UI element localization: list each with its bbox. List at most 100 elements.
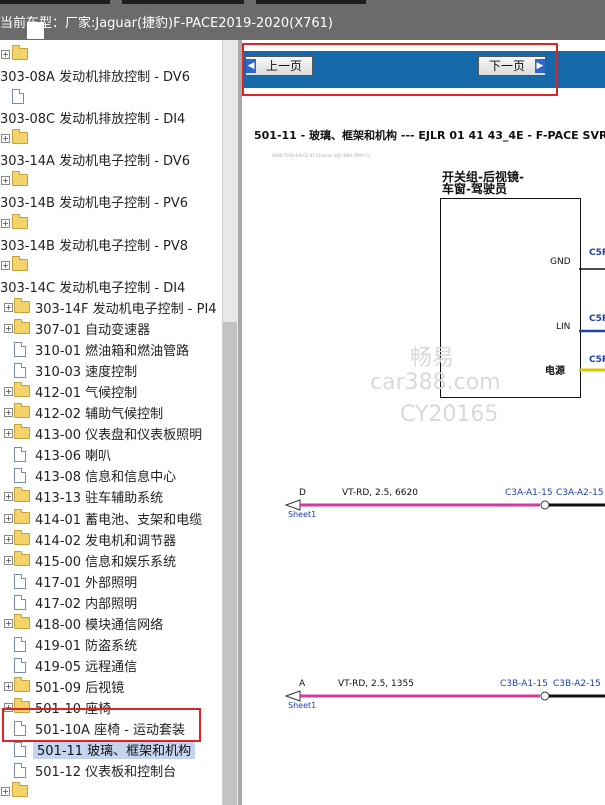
expand-icon[interactable]: + <box>4 302 13 312</box>
wire1-sheet-link[interactable]: Sheet1 <box>288 510 317 519</box>
pin-power: 电源 <box>545 366 565 377</box>
expand-icon[interactable]: + <box>4 387 13 397</box>
tree-item[interactable]: 417-02 内部照明 <box>0 591 222 612</box>
document-icon <box>14 445 26 464</box>
tree-item[interactable]: +413-00 仪表盘和仪表板照明 <box>0 422 222 443</box>
tree-item[interactable]: 417-01 外部照明 <box>0 570 222 591</box>
tree-item[interactable] <box>0 85 222 106</box>
folder-icon <box>14 403 30 419</box>
tree-item-label: 413-08 信息和信息中心 <box>35 470 177 486</box>
component-label-line1: 开关组-后视镜- <box>442 170 524 184</box>
expand-icon[interactable]: + <box>1 260 10 270</box>
tree-item[interactable]: 501-10A 座椅 - 运动套装 <box>0 717 222 738</box>
tree-item[interactable]: 310-03 速度控制 <box>0 359 222 380</box>
document-icon <box>12 87 24 106</box>
tree-item[interactable]: 413-06 喇叭 <box>0 443 222 464</box>
content-pane: ◀ 上一页 下一页 ▶ 501-11 - 玻璃、框架和机构 --- EJLR 0… <box>242 40 605 805</box>
tree-item[interactable]: +412-01 气候控制 <box>0 380 222 401</box>
tree-item[interactable]: 501-14 把手、锁、锁扣和进入系统 <box>0 802 222 805</box>
wiring-diagram-svg <box>284 268 605 702</box>
expand-icon[interactable]: + <box>1 787 10 797</box>
document-icon <box>14 466 26 485</box>
folder-icon <box>12 129 28 145</box>
tree-item-label: 501-11 玻璃、框架和机构 <box>33 740 196 760</box>
watermark-line1: 畅易 <box>410 346 455 371</box>
tree-item[interactable]: 303-14B 发动机电子控制 - PV8 <box>0 233 222 254</box>
expand-icon[interactable]: + <box>4 534 13 544</box>
tree-item[interactable]: +415-00 信息和娱乐系统 <box>0 549 222 570</box>
expand-icon[interactable]: + <box>1 134 10 144</box>
expand-icon[interactable]: + <box>4 323 13 333</box>
document-icon <box>14 340 26 359</box>
tree-item[interactable]: +414-02 发电机和调节器 <box>0 528 222 549</box>
expand-icon[interactable]: + <box>4 555 13 565</box>
tree-item[interactable]: +413-13 驻车辅助系统 <box>0 485 222 506</box>
tree-item[interactable]: 303-14A 发动机电子控制 - DV6 <box>0 148 222 169</box>
wire2-sheet-link[interactable]: Sheet1 <box>288 701 317 710</box>
pane-splitter[interactable] <box>238 40 242 805</box>
tree-item[interactable]: + <box>0 212 222 233</box>
tree-item[interactable]: 501-12 仪表板和控制台 <box>0 759 222 780</box>
window-title: 当前车型：厂家:Jaguar(捷豹)F-PACE2019-2020(X761) <box>0 16 333 31</box>
tree-item-label: 303-08A 发动机排放控制 - DV6 <box>0 70 190 86</box>
tree-item-selected[interactable]: 501-11 玻璃、框架和机构 <box>0 738 222 760</box>
expand-icon[interactable]: + <box>1 218 10 228</box>
folder-icon <box>14 508 30 525</box>
expand-icon[interactable]: + <box>4 408 13 418</box>
tree-item[interactable]: + <box>0 780 222 801</box>
prev-page-button[interactable]: ◀ 上一页 <box>245 56 313 76</box>
expand-icon[interactable]: + <box>4 618 13 628</box>
expand-icon[interactable]: + <box>4 513 13 523</box>
expand-icon[interactable]: + <box>4 682 13 692</box>
window-tab[interactable] <box>0 0 110 4</box>
next-page-button[interactable]: 下一页 ▶ <box>478 56 546 76</box>
tree-item[interactable]: + <box>0 43 222 64</box>
window-tab[interactable] <box>256 0 366 4</box>
tree-item[interactable]: +307-01 自动变速器 <box>0 317 222 338</box>
tree-item[interactable]: 413-08 信息和信息中心 <box>0 464 222 485</box>
document-icon <box>14 572 26 591</box>
folder-icon <box>14 318 30 335</box>
tree-item[interactable]: +414-01 蓄电池、支架和电缆 <box>0 507 222 528</box>
sidebar-scroll-thumb[interactable] <box>223 322 237 805</box>
wire-2 <box>284 690 605 702</box>
tree-item[interactable]: + <box>0 127 222 148</box>
tree-item-label: 303-14A 发动机电子控制 - DV6 <box>0 154 190 170</box>
tree-item[interactable]: 419-05 远程通信 <box>0 654 222 675</box>
selected-item-highlight-box <box>2 708 201 742</box>
document-icon <box>14 656 26 675</box>
expand-icon[interactable]: + <box>1 176 10 186</box>
folder-icon <box>14 677 30 693</box>
nav-highlight-box <box>242 43 558 96</box>
tree-item-label: 307-01 自动变速器 <box>35 322 151 338</box>
tree-item[interactable]: 303-14C 发动机电子控制 - DI4 <box>0 275 222 296</box>
tree-item[interactable]: + <box>0 254 222 275</box>
folder-icon <box>14 487 30 503</box>
tree-item[interactable]: +418-00 模块通信网络 <box>0 612 222 633</box>
tree-item-label: 415-00 信息和娱乐系统 <box>35 554 177 570</box>
expand-icon[interactable]: + <box>4 492 13 502</box>
tree-item[interactable]: 303-08A 发动机排放控制 - DV6 <box>0 64 222 85</box>
tree-sidebar[interactable]: +303-08A 发动机排放控制 - DV6 303-08C 发动机排放控制 - … <box>0 40 240 805</box>
expand-icon[interactable]: + <box>1 50 10 59</box>
wire1-conn-1: C3A-A1-15 <box>505 488 553 498</box>
tree-item[interactable]: 303-08C 发动机排放控制 - DI4 <box>0 106 222 127</box>
tree-item[interactable]: 419-01 防盗系统 <box>0 633 222 654</box>
connector-label: C5F <box>589 355 605 365</box>
expand-icon[interactable]: + <box>4 703 13 713</box>
tree-item[interactable]: +303-14F 发动机电子控制 - PI4 <box>0 296 222 317</box>
tree-item-label: 419-05 远程通信 <box>35 660 138 676</box>
tree-item-label: 413-06 喇叭 <box>35 449 112 465</box>
tree-item[interactable]: +501-09 后视镜 <box>0 675 222 696</box>
window-tab[interactable] <box>122 0 244 4</box>
expand-icon[interactable]: + <box>4 429 13 439</box>
tree-item[interactable]: 310-01 燃油箱和燃油管路 <box>0 338 222 359</box>
tree-item-label: 418-00 模块通信网络 <box>35 617 164 633</box>
wire2-conn-1: C3B-A1-15 <box>500 679 548 689</box>
tree-item[interactable]: +412-02 辅助气候控制 <box>0 401 222 422</box>
wire1-pin: D <box>299 488 306 498</box>
folder-icon <box>12 255 28 272</box>
folder-icon <box>14 529 30 546</box>
tree-item[interactable]: 303-14B 发动机电子控制 - PV6 <box>0 190 222 211</box>
tree-item[interactable]: + <box>0 169 222 190</box>
